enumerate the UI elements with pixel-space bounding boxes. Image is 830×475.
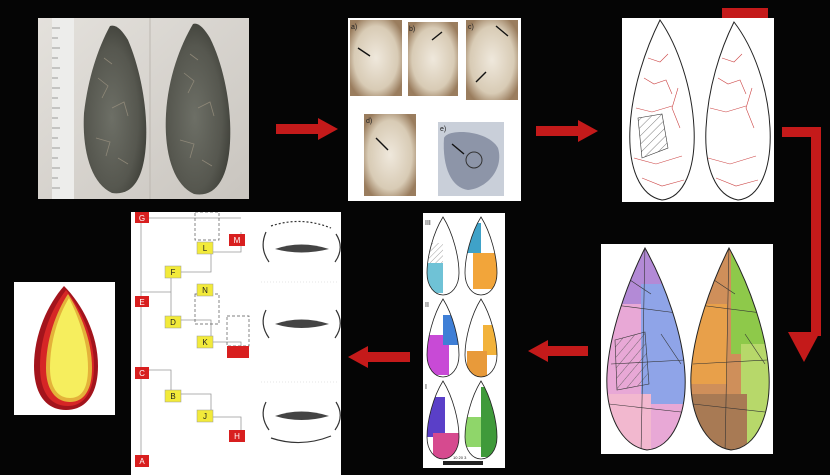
svg-text:B: B xyxy=(170,392,175,401)
nested-outline-panel xyxy=(14,282,115,415)
detail-photos: a) b) c) d) e) xyxy=(348,18,521,201)
drawing-face-2 xyxy=(706,22,770,200)
scar-drawing-panel xyxy=(622,18,774,202)
svg-text:E: E xyxy=(139,298,144,307)
svg-text:L: L xyxy=(203,244,208,253)
ruler xyxy=(52,18,74,199)
svg-text:N: N xyxy=(202,286,208,295)
detail-photo-d xyxy=(364,114,416,196)
biface-edge-view-2 xyxy=(275,320,329,329)
reduction-sequence-diagram: G M E C H A L F N D K B J xyxy=(131,212,341,475)
phase-scar-maps: III II I 10 20 3 xyxy=(423,213,505,468)
svg-text:C: C xyxy=(139,369,145,378)
sequence-nodes: G M E C H A L F N D K B J xyxy=(135,212,249,467)
colored-scar-map xyxy=(601,244,773,454)
phase-label-i: I xyxy=(425,384,427,391)
phase-label-iii: III xyxy=(425,220,431,227)
svg-text:F: F xyxy=(171,268,176,277)
arrow-left-icon-2 xyxy=(348,346,410,368)
svg-text:M: M xyxy=(234,236,241,245)
handaxe-photo xyxy=(38,18,249,199)
svg-text:H: H xyxy=(234,432,240,441)
rotation-view-3 xyxy=(263,402,340,443)
corner-red-mark xyxy=(722,8,768,18)
scale-label: 10 20 3 xyxy=(453,455,467,460)
biface-edge-view-1 xyxy=(275,245,329,253)
colored-scar-map-panel xyxy=(601,244,773,454)
detail-photos-panel: a) b) c) d) e) xyxy=(348,18,521,201)
arrow-right-icon xyxy=(276,118,338,140)
biface-edge-view-3 xyxy=(275,412,329,421)
reduction-sequence-panel: G M E C H A L F N D K B J xyxy=(131,212,341,475)
nested-outlines xyxy=(14,282,115,415)
svg-text:J: J xyxy=(203,412,207,421)
detail-label-e: e) xyxy=(440,126,446,133)
handaxe-photo-panel xyxy=(38,18,249,199)
phase-label-ii: II xyxy=(425,302,429,309)
svg-text:G: G xyxy=(139,214,145,223)
rotation-arrow-icon xyxy=(271,221,331,228)
scale-bar xyxy=(443,461,483,465)
scar-drawing xyxy=(622,18,774,202)
node-red-unlabelled xyxy=(227,346,249,358)
rotation-view-2 xyxy=(263,310,340,338)
detail-label-b: b) xyxy=(409,26,415,33)
detail-photo-c xyxy=(466,20,518,100)
detail-photo-b xyxy=(408,22,458,96)
drawing-face-1 xyxy=(630,20,694,200)
rotation-view-1 xyxy=(263,221,340,262)
arrow-right-icon-2 xyxy=(536,120,598,142)
arrow-down-icon xyxy=(782,126,830,362)
arrow-left-icon xyxy=(528,340,588,362)
svg-text:A: A xyxy=(139,457,145,466)
detail-photo-a xyxy=(350,20,402,96)
phase-scar-maps-panel: III II I 10 20 3 xyxy=(423,213,505,468)
detail-label-c: c) xyxy=(468,24,474,31)
detail-label-d: d) xyxy=(366,118,372,125)
sequence-links xyxy=(141,218,241,462)
svg-text:K: K xyxy=(202,338,208,347)
svg-text:D: D xyxy=(170,318,176,327)
detail-label-a: a) xyxy=(351,24,357,31)
